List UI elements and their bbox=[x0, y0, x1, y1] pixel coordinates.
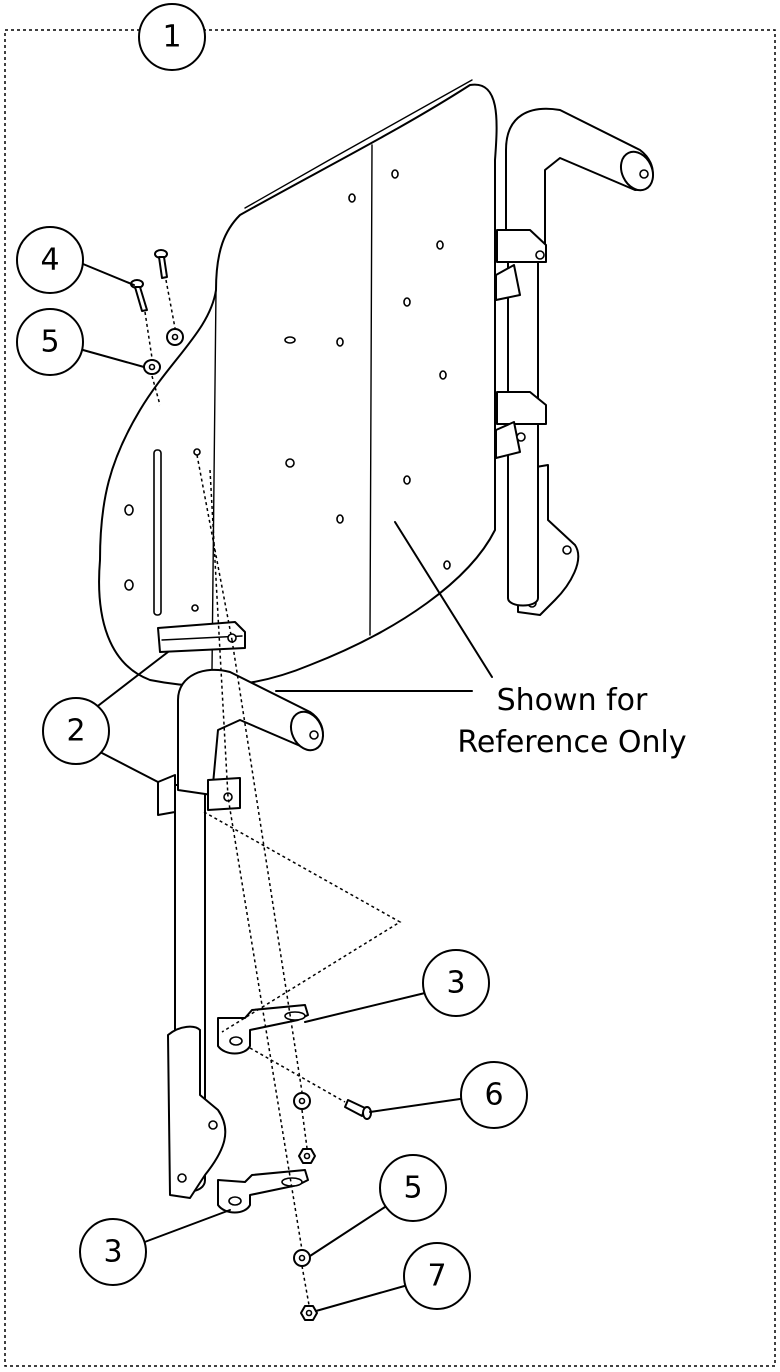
callout-5-lower-label: 5 bbox=[403, 1171, 422, 1206]
callout-7: 7 bbox=[403, 1242, 471, 1310]
callout-6: 6 bbox=[460, 1061, 528, 1129]
callout-5-upper: 5 bbox=[16, 308, 84, 376]
callout-1: 1 bbox=[138, 3, 206, 71]
callout-5-upper-label: 5 bbox=[40, 325, 59, 360]
callout-6-label: 6 bbox=[484, 1078, 503, 1113]
callout-4: 4 bbox=[16, 226, 84, 294]
clamp-bracket-2 bbox=[157, 621, 246, 653]
clamp-3-upper bbox=[217, 1004, 309, 1055]
callout-4-label: 4 bbox=[40, 243, 59, 278]
callout-3-upper: 3 bbox=[422, 949, 490, 1017]
backrest-panel bbox=[98, 79, 498, 688]
screw-4 bbox=[130, 249, 168, 312]
assembly-boundary bbox=[4, 29, 776, 1367]
rear-push-handle bbox=[495, 107, 655, 616]
callout-2-label: 2 bbox=[66, 714, 85, 749]
callout-3-lower-label: 3 bbox=[103, 1235, 122, 1270]
callout-5-lower: 5 bbox=[379, 1154, 447, 1222]
clamp-3-lower bbox=[217, 1169, 309, 1214]
washer-5-upper bbox=[143, 328, 184, 375]
front-push-handle bbox=[157, 668, 325, 1199]
reference-note-line-1: Shown for bbox=[497, 683, 648, 718]
callout-3-upper-label: 3 bbox=[446, 966, 465, 1001]
alignment-lines bbox=[144, 279, 402, 1306]
callout-1-label: 1 bbox=[162, 20, 181, 55]
reference-note-line-2: Reference Only bbox=[457, 725, 686, 760]
callout-2: 2 bbox=[42, 697, 110, 765]
callout-3-lower: 3 bbox=[79, 1218, 147, 1286]
nut-7 bbox=[298, 1148, 318, 1321]
screw-6 bbox=[344, 1099, 372, 1120]
washer-5-lower bbox=[293, 1092, 311, 1267]
leader-lines bbox=[82, 263, 493, 1312]
callout-7-label: 7 bbox=[427, 1259, 446, 1294]
